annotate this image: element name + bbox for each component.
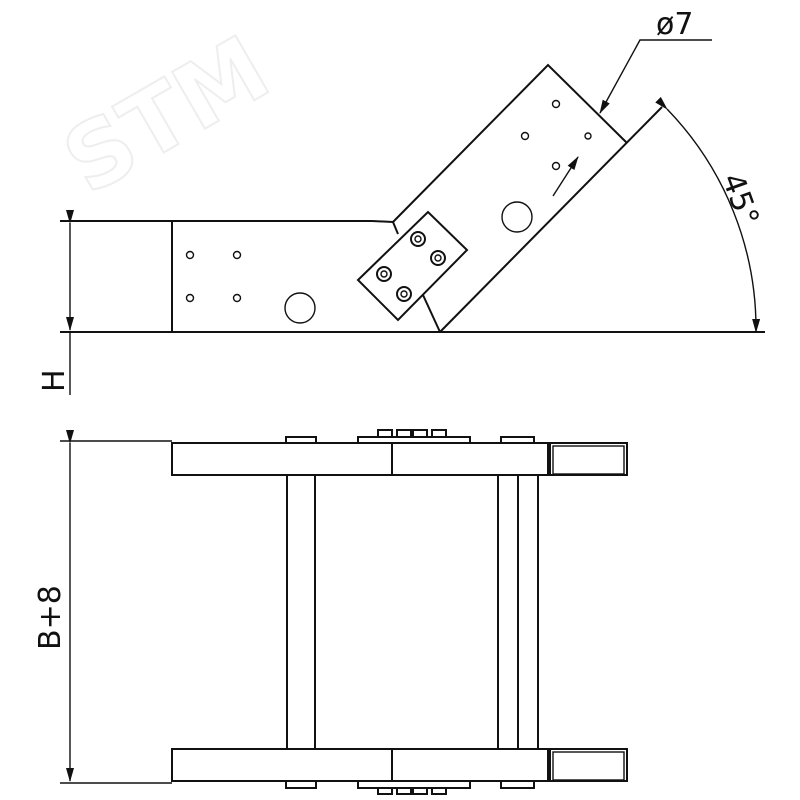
angle-arc: [655, 96, 761, 333]
holes: [185, 99, 592, 324]
top-view: B+8: [33, 429, 628, 795]
bracket-screws: [376, 231, 446, 302]
watermark-logo: STM: [47, 16, 286, 215]
top-rail: [171, 442, 549, 476]
angled-section-edge: [439, 106, 663, 333]
height-label: H: [37, 369, 72, 392]
width-label: B+8: [33, 585, 68, 650]
connector-bracket: [356, 210, 469, 322]
angle-label: 45°: [714, 169, 765, 231]
hole-diameter-label: ø7: [656, 7, 693, 42]
side-view: ø7 45° H: [37, 7, 766, 395]
bottom-rail: [171, 748, 549, 782]
